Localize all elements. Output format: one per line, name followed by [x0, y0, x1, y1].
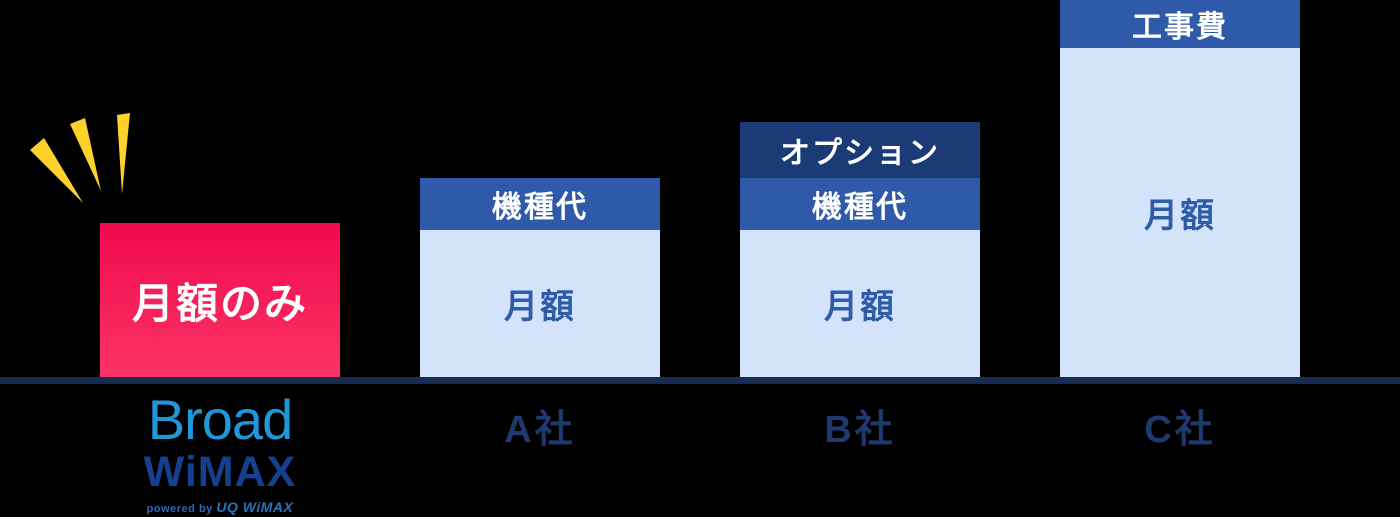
uq-wimax-logo-text: UQ WiMAX	[216, 499, 294, 515]
company-a-label: A社	[504, 409, 576, 451]
bar-company-a: 機種代 月額	[420, 178, 660, 377]
segment-device-cost-b: 機種代	[740, 178, 980, 230]
segment-construction-fee-c: 工事費	[1060, 0, 1300, 48]
segment-device-cost-a-label: 機種代	[492, 191, 588, 224]
segment-monthly-only: 月額のみ	[100, 223, 340, 377]
company-c-label: C社	[1144, 409, 1216, 451]
segment-device-cost-a: 機種代	[420, 178, 660, 230]
logo-powered-by-text: powered by	[146, 503, 213, 515]
segment-monthly-only-label: 月額のみ	[131, 279, 308, 327]
logo-wimax-text: WiMAX	[143, 448, 297, 496]
emphasis-sparks-icon	[30, 113, 130, 203]
segment-option-b: オプション	[740, 122, 980, 178]
logo-powered-by: powered by UQ WiMAX	[100, 500, 340, 515]
segment-monthly-b-label: 月額	[824, 288, 896, 326]
baseline-axis	[0, 377, 1400, 384]
segment-monthly-c-label: 月額	[1144, 197, 1216, 235]
company-b-label: B社	[824, 409, 896, 451]
segment-monthly-c: 月額	[1060, 48, 1300, 377]
segment-device-cost-b-label: 機種代	[812, 191, 908, 224]
logo-broad-text: Broad	[147, 388, 293, 451]
broad-wimax-logo: Broad WiMAX powered by UQ WiMAX	[100, 392, 340, 515]
segment-option-b-label: オプション	[780, 137, 940, 170]
bar-broad-wimax: 月額のみ	[100, 223, 340, 377]
bar-company-c: 工事費 月額	[1060, 0, 1300, 377]
segment-construction-fee-c-label: 工事費	[1132, 11, 1228, 44]
segment-monthly-b: 月額	[740, 230, 980, 377]
segment-monthly-a-label: 月額	[504, 288, 576, 326]
bar-company-b: オプション 機種代 月額	[740, 122, 980, 377]
segment-monthly-a: 月額	[420, 230, 660, 377]
